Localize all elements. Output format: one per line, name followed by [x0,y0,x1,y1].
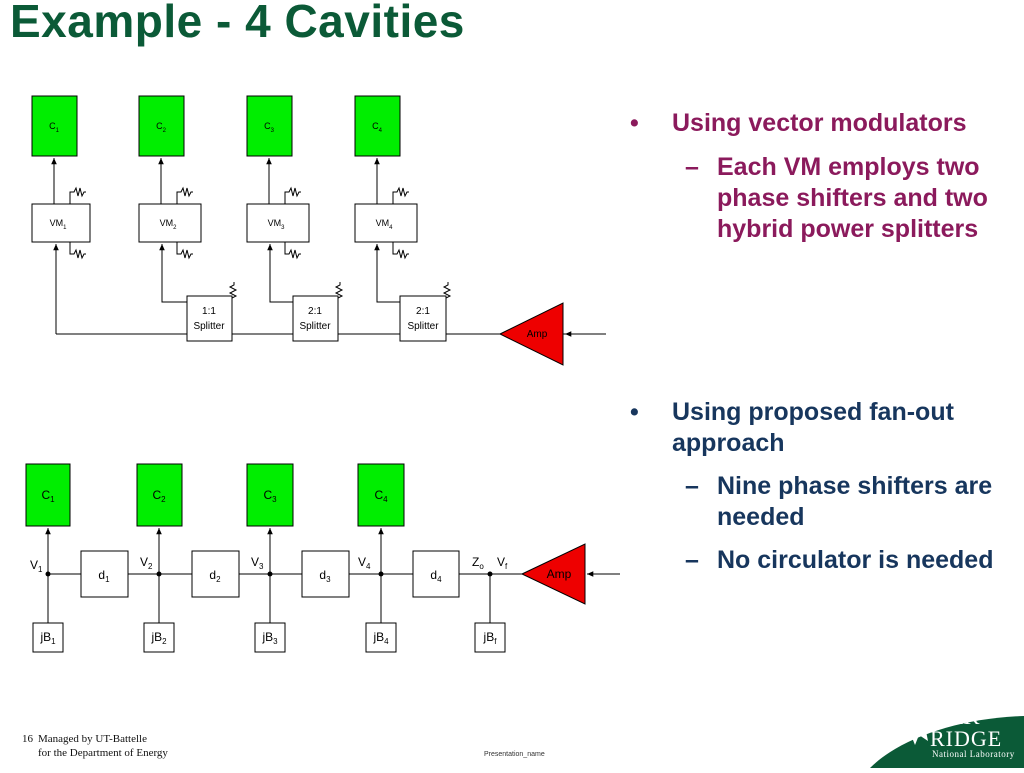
sub-bullet-marker: – [685,546,699,574]
page-title: Example - 4 Cavities [10,0,465,47]
svg-text:Amp: Amp [547,567,572,581]
susceptance-jb1: jB1 [32,622,64,653]
top-diagram: C1 C2 C3 C4 [31,95,606,366]
logo-oak: OAK [930,704,981,729]
top-vm-3: VM3 [246,203,310,243]
svg-text:jB4: jB4 [372,630,389,646]
svg-text:C1: C1 [49,121,60,134]
label-v3: V3 [251,555,264,571]
top-vm-2: VM2 [138,203,202,243]
svg-text:Splitter: Splitter [407,321,439,332]
svg-text:C4: C4 [374,488,388,504]
bullet-marker: • [630,398,639,426]
top-cavity-2: C2 [138,95,185,157]
top-cavity-4: C4 [354,95,401,157]
susceptance-jb4: jB4 [365,622,397,653]
label-v2: V2 [140,555,153,571]
svg-text:Splitter: Splitter [299,321,331,332]
top-vm-1: VM1 [31,203,91,243]
svg-text:C4: C4 [372,121,383,134]
svg-text:C2: C2 [156,121,167,134]
label-v1: V1 [30,558,43,574]
top-splitter-2: 2:1 Splitter [292,295,339,342]
label-vf: Vf [497,555,508,571]
top-amplifier: Amp [498,302,564,366]
logo-background [870,708,1024,768]
page-number: 16 [22,733,33,745]
sub-bullet-marker: – [685,472,699,500]
label-zo: Zo [472,555,484,571]
logo-ridge: RIDGE [930,726,1003,751]
presentation-name: Presentation_name [484,751,545,758]
svg-text:VM3: VM3 [268,218,286,231]
sub-bullet-text: Each VM employs two phase shifters and t… [717,153,988,243]
top-cavity-3: C3 [246,95,293,157]
sub-bullet-marker: – [685,153,699,181]
bottom-diagram: C1 C2 C3 C4 V1 [25,463,620,653]
top-splitter-1: 1:1 Splitter [186,295,233,342]
bottom-cavity-3: C3 [246,463,294,527]
svg-text:C3: C3 [264,121,275,134]
svg-text:C3: C3 [263,488,277,504]
susceptance-jbf: jBf [474,622,506,653]
svg-text:d2: d2 [209,568,221,584]
svg-text:d4: d4 [430,568,442,584]
bottom-cavity-1: C1 [25,463,71,527]
line-d4: d4 [412,550,460,598]
susceptance-jb2: jB2 [143,622,175,653]
bottom-cavity-2: C2 [136,463,183,527]
line-d1: d1 [80,550,129,598]
svg-text:2:1: 2:1 [308,306,322,317]
svg-text:jBf: jBf [483,630,498,646]
svg-text:2:1: 2:1 [416,306,430,317]
top-splitter-3: 2:1 Splitter [399,295,447,342]
svg-text:VM4: VM4 [376,218,394,231]
top-cavity-1: C1 [31,95,78,157]
svg-text:Splitter: Splitter [193,321,225,332]
label-v4: V4 [358,555,371,571]
bottom-nodes [45,571,493,577]
top-vm-4: VM4 [354,203,418,243]
bottom-amplifier: Amp [520,543,586,605]
bottom-cavity-4: C4 [357,463,405,527]
sub-bullet-text: No circulator is needed [717,546,994,574]
svg-text:jB1: jB1 [39,630,56,646]
svg-text:d1: d1 [98,568,110,584]
bullet-text: Using proposed fan-out approach [672,398,954,457]
footer-department: for the Department of Energy [38,747,168,759]
line-d2: d2 [191,550,240,598]
bullet-text: Using vector modulators [672,109,967,137]
svg-text:1:1: 1:1 [202,306,216,317]
svg-text:C1: C1 [41,488,55,504]
svg-text:jB3: jB3 [261,630,278,646]
top-splitter-loads [228,282,452,304]
svg-text:Amp: Amp [527,329,548,340]
logo-national-laboratory: National Laboratory [932,749,1015,759]
bullet-marker: • [630,109,639,137]
leaf-icon [892,708,938,745]
line-d3: d3 [301,550,350,598]
footer-managed-by: Managed by UT-Battelle [38,733,147,745]
oak-ridge-logo: OAK RIDGE National Laboratory [860,698,1024,768]
svg-text:VM1: VM1 [50,218,68,231]
svg-text:jB2: jB2 [150,630,167,646]
top-vm-loads [69,186,409,260]
susceptance-jb3: jB3 [254,622,286,653]
sub-bullet-text: Nine phase shifters are needed [717,472,993,531]
svg-text:d3: d3 [319,568,331,584]
svg-text:VM2: VM2 [160,218,178,231]
svg-text:C2: C2 [152,488,166,504]
